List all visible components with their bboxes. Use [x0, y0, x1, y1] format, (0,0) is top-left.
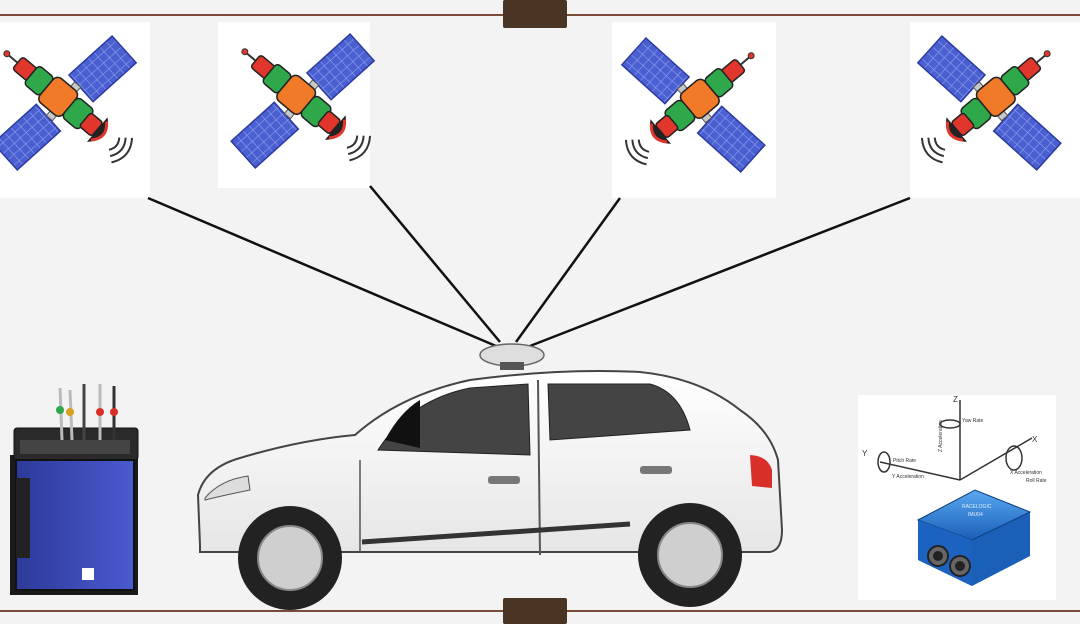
gnss-antenna-icon [479, 343, 545, 370]
imu-z-label: Z [953, 395, 958, 404]
signal-lines [147, 185, 911, 348]
signal-line-2 [369, 185, 501, 343]
top-frame-rail [0, 0, 1080, 28]
imu-model-label: IMU04 [968, 512, 983, 518]
car [196, 370, 784, 610]
signal-line-3 [514, 197, 622, 343]
imu-y-label: Y [862, 449, 868, 458]
imu-brand-label: RACELOGIC [962, 504, 992, 510]
imu-z-accel-label: Z Acceleration [938, 420, 944, 452]
imu-diagram-panel: Z Yaw Rate Z Acceleration Y Pitch Rate Y… [858, 395, 1056, 600]
imu-pitch-label: Pitch Rate [893, 458, 916, 464]
imu-yaw-label: Yaw Rate [962, 418, 984, 424]
bottom-frame-rail [0, 598, 1080, 624]
imu-sensor-icon: RACELOGIC IMU04 [916, 489, 1032, 586]
imu-x-label: X [1032, 435, 1038, 444]
signal-line-1 [147, 196, 497, 348]
imu-y-accel-label: Y Acceleration [892, 474, 924, 480]
imu-x-accel-label: X Acceleration [1010, 470, 1042, 476]
data-logger-icon [10, 384, 139, 595]
imu-roll-label: Roll Rate [1026, 478, 1047, 484]
signal-line-4 [529, 196, 911, 348]
